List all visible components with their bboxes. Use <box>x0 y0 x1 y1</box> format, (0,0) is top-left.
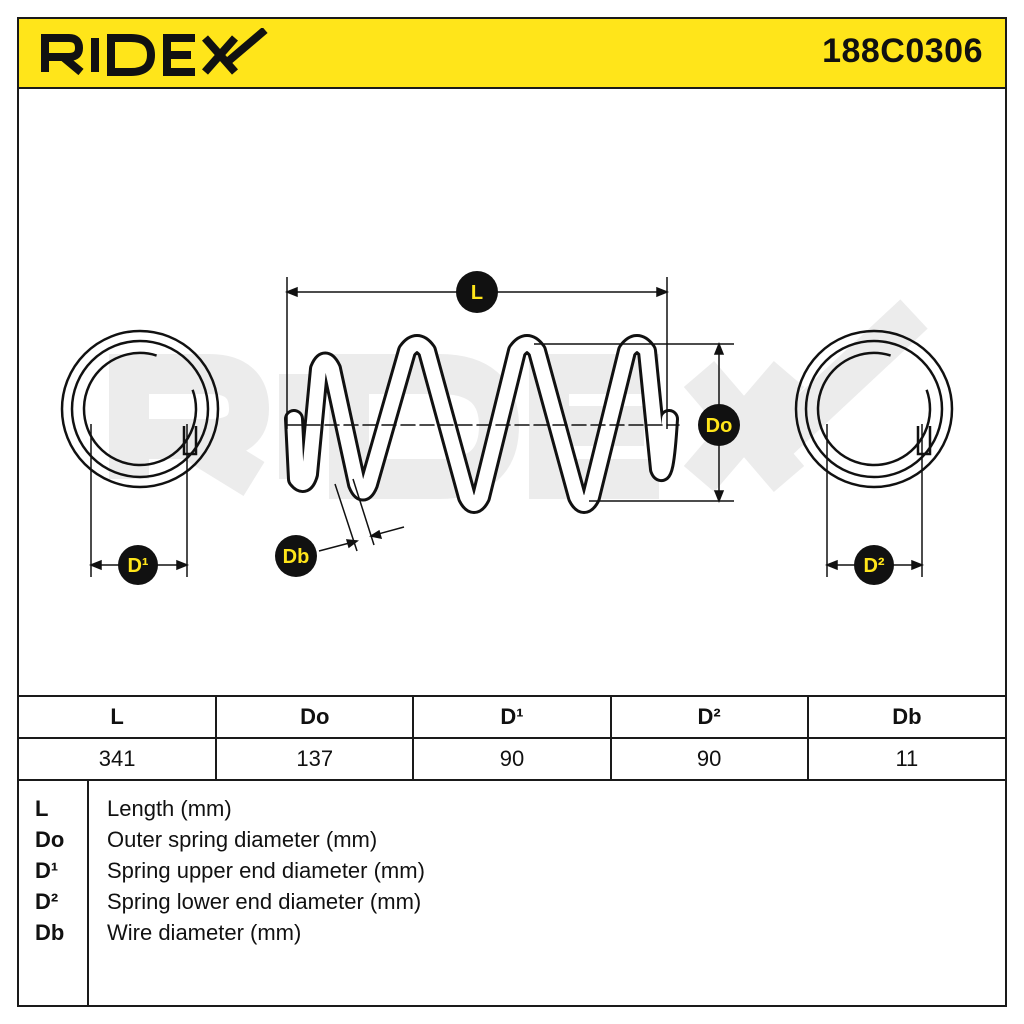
upper-end-badge: D¹ <box>118 545 158 585</box>
lower-end-badge: D² <box>854 545 894 585</box>
legend-description: Wire diameter (mm) <box>107 920 302 945</box>
wire-diameter-badge: Db <box>275 535 317 577</box>
specs-table: L Do D¹ D² Db 341 137 90 90 11 <box>19 695 1005 781</box>
legend-symbol: Db <box>35 920 65 945</box>
specs-header-cell: D¹ <box>412 695 612 739</box>
legend-description: Outer spring diameter (mm) <box>107 827 378 852</box>
legend: L Length (mm) Do Outer spring diameter (… <box>19 779 1005 1005</box>
legend-symbol: D² <box>35 889 59 914</box>
svg-text:D²: D² <box>863 555 884 577</box>
specs-value-cell: 137 <box>215 737 415 781</box>
part-number: 188C0306 <box>822 32 983 70</box>
header-bar: 188C0306 <box>19 19 1005 89</box>
svg-text:D¹: D¹ <box>127 555 148 577</box>
svg-text:Do: Do <box>706 415 733 437</box>
brand-logo <box>41 28 268 76</box>
spring-diagram: D¹ D² <box>60 271 954 585</box>
specs-value-cell: 90 <box>412 737 612 781</box>
specs-value-cell: 90 <box>609 737 809 781</box>
specs-header-cell: Db <box>806 695 1005 739</box>
upper-end-ring <box>60 329 220 489</box>
length-badge: L <box>456 271 498 313</box>
outer-diameter-badge: Do <box>698 404 740 446</box>
lower-end-ring <box>794 329 954 489</box>
specs-value-row: 341 137 90 90 11 <box>19 737 1005 781</box>
specs-header-row: L Do D¹ D² Db <box>19 695 1005 739</box>
legend-symbol: D¹ <box>35 858 59 883</box>
specs-value-cell: 11 <box>806 737 1005 781</box>
svg-text:L: L <box>471 282 483 304</box>
legend-symbol: Do <box>35 827 65 852</box>
specs-header-cell: L <box>19 695 218 739</box>
legend-description: Length (mm) <box>107 796 232 821</box>
svg-text:Db: Db <box>283 546 310 568</box>
legend-divider <box>87 779 89 1005</box>
specs-value-cell: 341 <box>19 737 218 781</box>
specs-header-cell: D² <box>609 695 809 739</box>
legend-symbol: L <box>35 796 49 821</box>
legend-description: Spring lower end diameter (mm) <box>107 889 422 914</box>
wire-diameter-dimension <box>318 478 405 552</box>
legend-description: Spring upper end diameter (mm) <box>107 858 425 883</box>
specs-header-cell: Do <box>215 695 415 739</box>
spec-sheet-frame: 188C0306 D¹ <box>17 17 1007 1007</box>
